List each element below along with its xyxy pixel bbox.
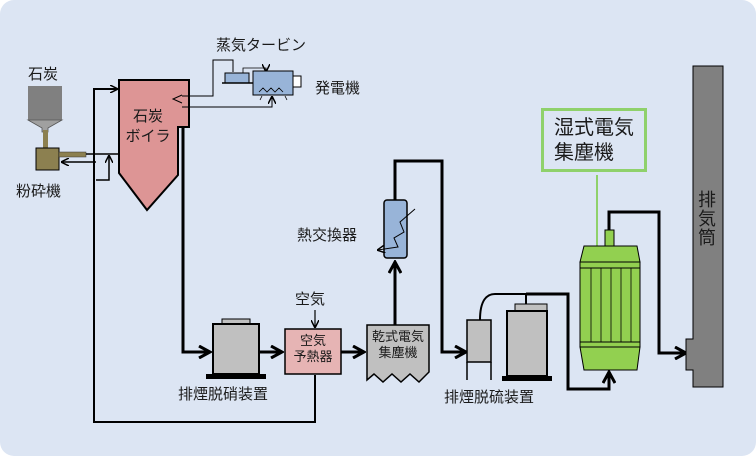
pulverizer xyxy=(35,147,60,171)
coal-boiler xyxy=(118,79,190,212)
air-label: 空気 xyxy=(295,290,326,308)
generator-label: 発電機 xyxy=(315,79,361,97)
boiler-label-line2: ボイラ xyxy=(125,127,171,145)
preheated-air-line xyxy=(93,89,316,423)
boiler-label: 石炭 ボイラ xyxy=(120,106,176,146)
dry-esp-label-line2: 集塵機 xyxy=(378,346,418,361)
coal-label: 石炭 xyxy=(28,65,59,83)
dry-esp-label-line1: 乾式電気 xyxy=(371,330,424,345)
stack-label: 排気筒 xyxy=(695,190,716,247)
heat-exchanger xyxy=(383,199,408,259)
air-loop-line xyxy=(96,156,109,181)
wet-esp-label-line1: 湿式電気 xyxy=(554,115,634,139)
coal-hopper xyxy=(26,86,64,150)
wet-esp-callout: 湿式電気 集塵機 xyxy=(541,108,647,172)
wet-esp xyxy=(579,175,641,371)
desulfurization-connector xyxy=(479,293,527,321)
desulfurization-label: 排煙脱硫装置 xyxy=(444,388,535,406)
dry-esp-label: 乾式電気 集塵機 xyxy=(365,330,431,362)
wet-esp-label-line2: 集塵機 xyxy=(554,140,614,164)
air-preheater-label-line1: 空気 xyxy=(299,334,326,349)
dry-esp xyxy=(366,324,430,384)
coal-feed-pipe xyxy=(58,151,87,158)
condensate-line xyxy=(182,97,272,108)
denitrification-unit xyxy=(206,318,266,379)
flue-gas-line-6 xyxy=(526,292,609,391)
pulverizer-label: 粉砕機 xyxy=(16,182,62,200)
flue-gas-line-1 xyxy=(181,127,210,352)
heat-exchanger-label: 熱交換器 xyxy=(297,226,358,244)
flue-gas-line-7 xyxy=(607,210,686,353)
air-preheater xyxy=(284,328,342,375)
air-preheater-label: 空気 予熱器 xyxy=(285,334,341,366)
boiler-label-line1: 石炭 xyxy=(132,107,163,125)
desulfurization-unit xyxy=(466,303,552,381)
exhaust-stack xyxy=(685,65,724,388)
flue-gas-line-5 xyxy=(393,159,466,352)
heat-exchanger-coil xyxy=(378,208,416,250)
steam-turbine xyxy=(222,68,302,101)
superheater-icon xyxy=(171,94,183,104)
steam-turbine-label: 蒸気タービン xyxy=(216,36,307,54)
air-preheater-label-line2: 予熱器 xyxy=(293,350,333,365)
denitrification-label: 排煙脱硝装置 xyxy=(178,385,269,403)
steam-line xyxy=(182,59,234,97)
